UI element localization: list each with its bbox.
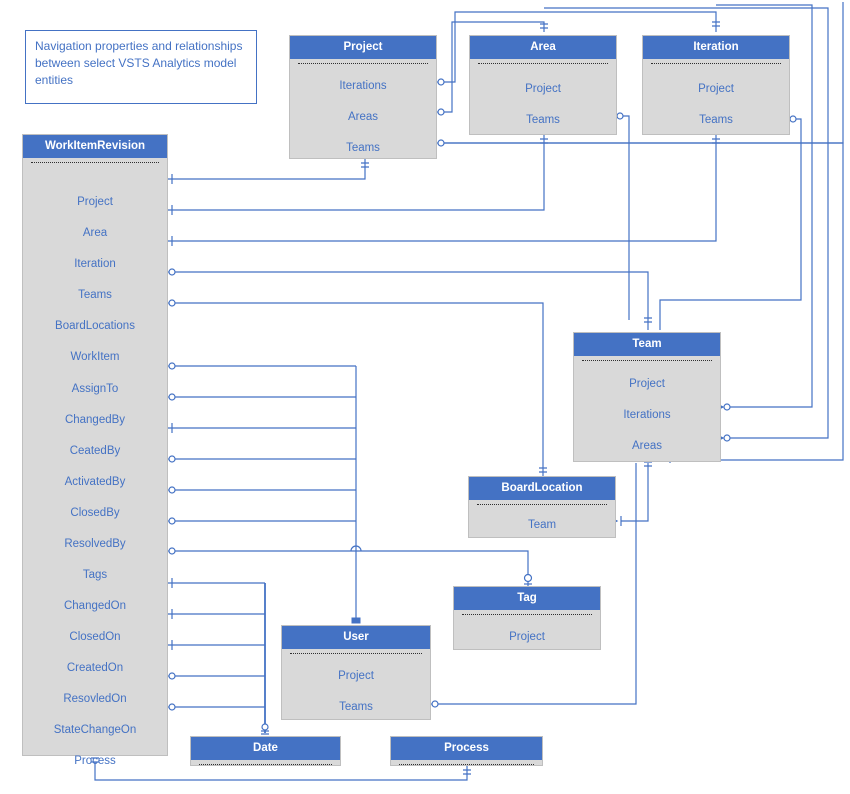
relationship-wir-statechangeon [159, 702, 265, 712]
relationship-wir-changedon [159, 578, 265, 588]
entity-header-team: Team [574, 333, 720, 356]
attr-changedon[interactable]: ChangedOn [63, 600, 127, 612]
attr-statechangeon[interactable]: StateChangeOn [53, 724, 137, 736]
attr-workitem[interactable]: WorkItem [70, 351, 120, 363]
entity-separator [477, 504, 607, 506]
entity-area[interactable]: Area Project Teams [469, 35, 617, 135]
entity-process[interactable]: Process [390, 736, 543, 766]
attr-teams[interactable]: Teams [346, 142, 380, 154]
entity-separator [651, 63, 781, 65]
relationship-wir-closedby [159, 485, 356, 495]
attr-closedby[interactable]: ClosedBy [70, 507, 120, 519]
entity-separator [31, 162, 159, 164]
note-text: Navigation properties and relationships … [35, 39, 243, 87]
attr-teams[interactable]: Teams [526, 114, 560, 126]
relationship-wir-createdon [159, 640, 265, 650]
attr-teams[interactable]: Teams [699, 114, 733, 126]
wire-hop [350, 545, 362, 552]
attr-activatedby[interactable]: ActivatedBy [64, 476, 126, 488]
attr-changedby[interactable]: ChangedBy [64, 414, 126, 426]
relationship-wir-changedby [159, 392, 356, 402]
entity-separator [199, 764, 332, 766]
attr-iterations[interactable]: Iterations [339, 80, 387, 92]
team-bottom-stub [644, 461, 652, 467]
attr-closedon[interactable]: ClosedOn [69, 631, 121, 643]
entity-date[interactable]: Date [190, 736, 341, 766]
attr-tags[interactable]: Tags [82, 569, 108, 581]
entity-header-project: Project [290, 36, 436, 59]
entity-header-date: Date [191, 737, 340, 760]
attr-teams[interactable]: Teams [339, 701, 373, 713]
entity-tag[interactable]: Tag Project [453, 586, 601, 650]
attr-assignto[interactable]: AssignTo [71, 383, 119, 395]
entity-workitemrevision[interactable]: WorkItemRevision Project Area Iteration … [22, 134, 168, 767]
entity-boardlocation[interactable]: BoardLocation Team [468, 476, 616, 538]
entity-separator [399, 764, 534, 766]
entity-header-user: User [282, 626, 430, 649]
entity-header-iteration: Iteration [643, 36, 789, 59]
relationship-iteration-teams [659, 114, 802, 330]
entity-header-tag: Tag [454, 587, 600, 610]
attr-teams[interactable]: Teams [78, 289, 112, 301]
relationship-wir-assignto [159, 361, 356, 371]
relationship-wir-closedon [159, 609, 265, 619]
attr-project[interactable]: Project [698, 83, 734, 95]
attr-iteration[interactable]: Iteration [74, 258, 116, 270]
entity-separator [462, 614, 592, 616]
attr-resovledon[interactable]: ResovledOn [63, 693, 127, 705]
attr-project[interactable]: Project [629, 378, 665, 390]
relationship-wir-iteration [159, 135, 720, 246]
attr-resolvedby[interactable]: ResolvedBy [64, 538, 126, 550]
attr-areas[interactable]: Areas [631, 440, 663, 452]
entity-header-process: Process [391, 737, 542, 760]
attr-project[interactable]: Project [338, 670, 374, 682]
user-trunk [351, 366, 361, 628]
date-trunk [261, 583, 269, 735]
entity-iteration[interactable]: Iteration Project Teams [642, 35, 790, 135]
entity-header-area: Area [470, 36, 616, 59]
relationship-wir-ceatedby [159, 423, 356, 433]
relationship-wir-tags [159, 546, 533, 586]
entity-separator [290, 653, 422, 655]
attr-areas[interactable]: Areas [347, 111, 379, 123]
relationship-wir-project [159, 159, 369, 184]
attr-project[interactable]: Project [525, 83, 561, 95]
attr-process[interactable]: Process [74, 755, 116, 767]
attr-area[interactable]: Area [82, 227, 108, 239]
attr-boardlocations[interactable]: BoardLocations [55, 320, 135, 332]
relationship-wir-resolvedby [159, 516, 356, 526]
relationship-wir-resovledon [159, 671, 265, 681]
relationship-area-teams [607, 111, 630, 320]
entity-header-workitemrevision: WorkItemRevision [23, 135, 167, 158]
attr-iterations[interactable]: Iterations [623, 409, 671, 421]
attr-project[interactable]: Project [509, 631, 545, 643]
entity-header-boardlocation: BoardLocation [469, 477, 615, 500]
entity-separator [582, 360, 712, 362]
entity-team[interactable]: Team Project Iterations Areas [573, 332, 721, 462]
entity-separator [298, 63, 428, 65]
entity-user[interactable]: User Project Teams [281, 625, 431, 720]
relationship-wir-activatedby [159, 454, 356, 464]
relationship-wir-teams [159, 267, 652, 330]
attr-createdon[interactable]: CreatedOn [66, 662, 124, 674]
attr-ceatedby[interactable]: CeatedBy [69, 445, 121, 457]
attr-project[interactable]: Project [77, 196, 113, 208]
entity-project[interactable]: Project Iterations Areas Teams [289, 35, 437, 159]
entity-separator [478, 63, 608, 65]
relationship-wir-boardlocations [159, 298, 547, 476]
diagram-note: Navigation properties and relationships … [25, 30, 257, 104]
attr-team[interactable]: Team [527, 519, 557, 531]
